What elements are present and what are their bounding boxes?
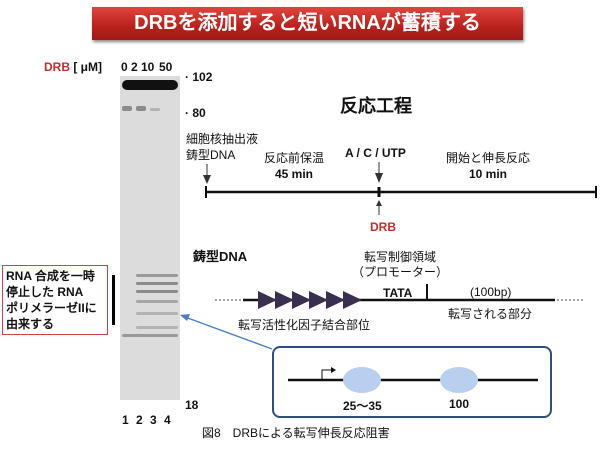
conc-10: 10 bbox=[141, 60, 155, 74]
marker-102: · 102 bbox=[185, 70, 213, 84]
activator-site-triangles bbox=[258, 291, 362, 309]
figure-caption: 図8 DRBによる転写伸長反応阻害 bbox=[202, 426, 390, 440]
arrow-down-icon bbox=[203, 164, 211, 184]
drb-label: DRB bbox=[44, 60, 70, 74]
pause-position-2: 100 bbox=[449, 397, 470, 411]
arrow-up-icon bbox=[376, 200, 382, 215]
dna-map bbox=[215, 284, 585, 309]
drb-addition-label: DRB bbox=[370, 220, 396, 234]
lane-2: 2 bbox=[136, 413, 143, 427]
conc-0: 0 bbox=[121, 60, 128, 74]
pause-position-1: 25～35 bbox=[343, 399, 382, 413]
lane-3: 3 bbox=[150, 413, 157, 427]
pointer-arrow bbox=[180, 314, 273, 350]
paused-polymerase-schematic bbox=[288, 367, 538, 393]
lane-1: 1 bbox=[122, 413, 129, 427]
marker-18: 18 bbox=[185, 398, 199, 412]
length-label: (100bp) bbox=[470, 285, 512, 299]
schematic-box bbox=[272, 346, 552, 418]
tata-label: TATA bbox=[383, 286, 413, 300]
marker-80: · 80 bbox=[185, 106, 206, 120]
lane-4: 4 bbox=[164, 413, 171, 427]
transcribed-region-label: 転写される部分 bbox=[448, 307, 533, 321]
polymerase-ellipse bbox=[440, 367, 478, 393]
band-range-bar bbox=[112, 275, 115, 325]
timeline bbox=[205, 186, 597, 198]
process-title: 反応工程 bbox=[340, 96, 412, 116]
drb-concentration-label: DRB [ μM] bbox=[44, 60, 102, 74]
gel-image bbox=[120, 76, 180, 400]
title-banner: DRBを添加すると短いRNAが蓄積する bbox=[92, 7, 523, 40]
ntp-label: A / C / UTP bbox=[345, 146, 406, 160]
unit-label: [ μM] bbox=[73, 60, 103, 74]
polymerase-ellipse bbox=[343, 367, 381, 393]
promoter-arrow-icon bbox=[321, 369, 332, 380]
conc-2: 2 bbox=[131, 60, 138, 74]
conc-50: 50 bbox=[159, 60, 173, 74]
template-dna-title: 鋳型DNA bbox=[193, 249, 248, 264]
activator-sites-label: 転写活性化因子結合部位 bbox=[238, 318, 371, 332]
arrow-down-icon bbox=[375, 162, 383, 183]
promoter-label: 転写制御領域（プロモーター） bbox=[352, 250, 449, 279]
step-start-label: 細胞核抽出液鋳型DNA bbox=[186, 132, 259, 162]
